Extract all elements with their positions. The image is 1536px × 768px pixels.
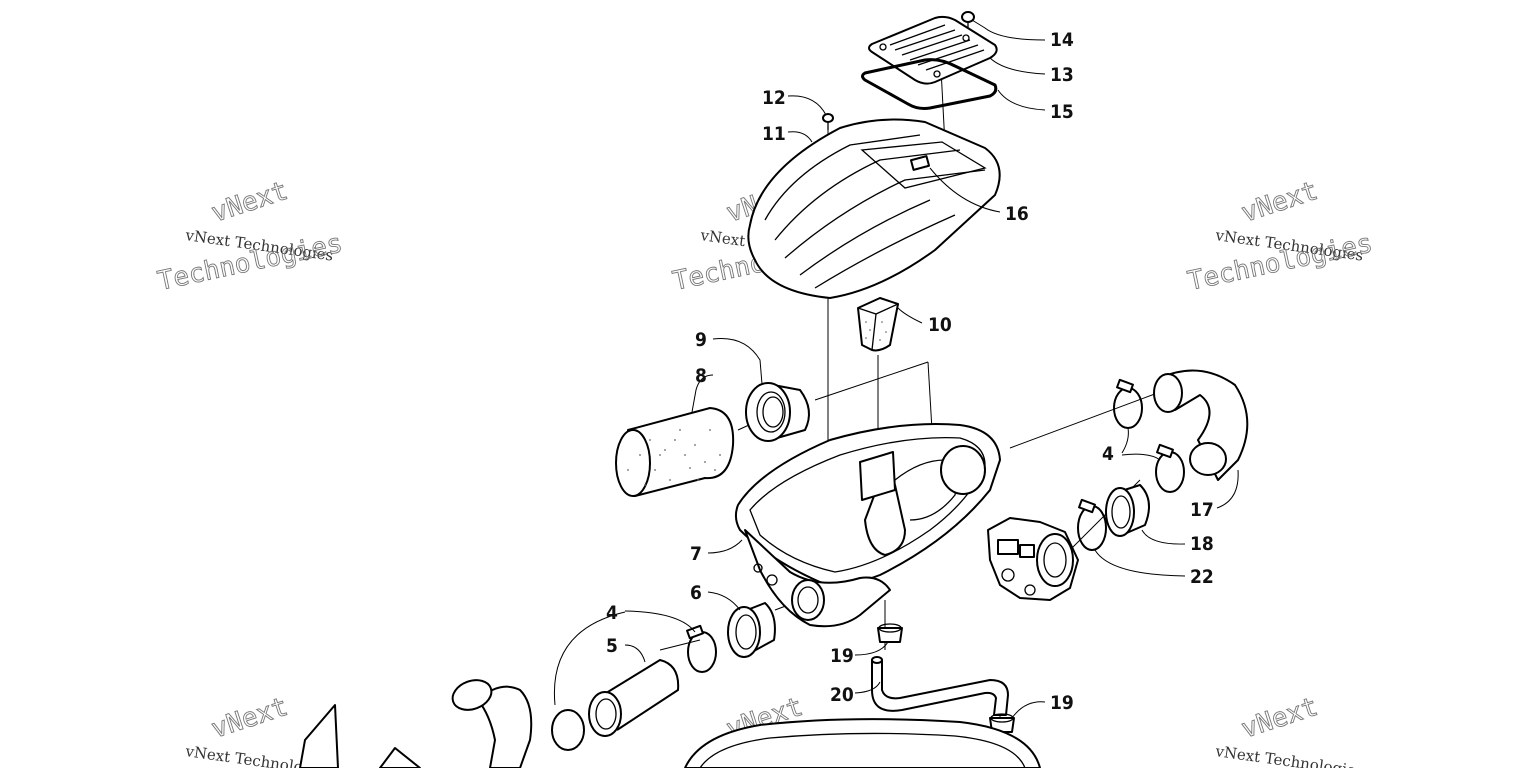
part-19-clamp-upper	[877, 623, 903, 643]
callout-11: 11	[762, 123, 786, 145]
callout-9: 9	[695, 329, 707, 351]
part-22-clamp	[1077, 498, 1107, 551]
callout-10: 10	[928, 314, 952, 336]
leader-lines	[553, 19, 1239, 719]
callout-labels: 14 13 15 12 11 16 10 9 8 4 17 18 22 7 6 …	[606, 29, 1214, 714]
callout-17: 17	[1190, 499, 1214, 521]
part-15-gasket	[861, 58, 998, 110]
part-17-elbow-boot	[1153, 369, 1249, 481]
callout-6: 6	[690, 582, 702, 604]
watermark-vnext: vNext	[208, 692, 292, 745]
part-9-adapter-ring	[745, 382, 810, 442]
part-11-airbox-cover	[747, 118, 1001, 299]
callout-19-upper: 19	[830, 645, 854, 667]
part-6-boot	[727, 602, 776, 658]
part-4-clamp-lower	[686, 624, 717, 673]
watermark-vnext: vNext	[1238, 176, 1322, 229]
watermark-vnext: vNext	[1238, 692, 1322, 745]
callout-7: 7	[690, 543, 702, 565]
callout-8: 8	[695, 365, 707, 387]
callout-4-lower: 4	[606, 602, 618, 624]
callout-16: 16	[1005, 203, 1029, 225]
callout-13: 13	[1050, 64, 1074, 86]
callout-20: 20	[830, 684, 854, 706]
callout-22: 22	[1190, 566, 1214, 588]
intake-bend-lower	[299, 679, 585, 768]
watermark-text: vNext Technologies	[1213, 742, 1364, 768]
callout-5: 5	[606, 635, 618, 657]
part-12-screw	[822, 113, 834, 130]
part-5-tube	[588, 659, 680, 737]
watermark-top-right: vNext vNext Technologies Technologies	[1185, 175, 1376, 297]
watermark-top-left: vNext vNext Technologies Technologies	[155, 175, 346, 297]
watermark-vnext: vNext	[208, 176, 292, 229]
watermark-bottom-right: vNext vNext Technologies	[1213, 691, 1364, 768]
callout-19-lower: 19	[1050, 692, 1074, 714]
throttle-body	[987, 517, 1079, 601]
callout-14: 14	[1050, 29, 1074, 51]
lower-tray	[684, 718, 1041, 768]
callout-4-upper: 4	[1102, 443, 1114, 465]
callout-18: 18	[1190, 533, 1214, 555]
part-13-cover-plate	[868, 15, 998, 85]
part-18-boot	[1105, 484, 1150, 537]
callout-12: 12	[762, 87, 786, 109]
part-7-airbox-base	[734, 423, 1001, 628]
part-14-screw	[961, 11, 975, 38]
part-10-foam-block	[857, 297, 899, 352]
callout-15: 15	[1050, 101, 1074, 123]
part-20-drain-hose	[871, 656, 1009, 716]
part-8-air-filter	[615, 407, 735, 497]
